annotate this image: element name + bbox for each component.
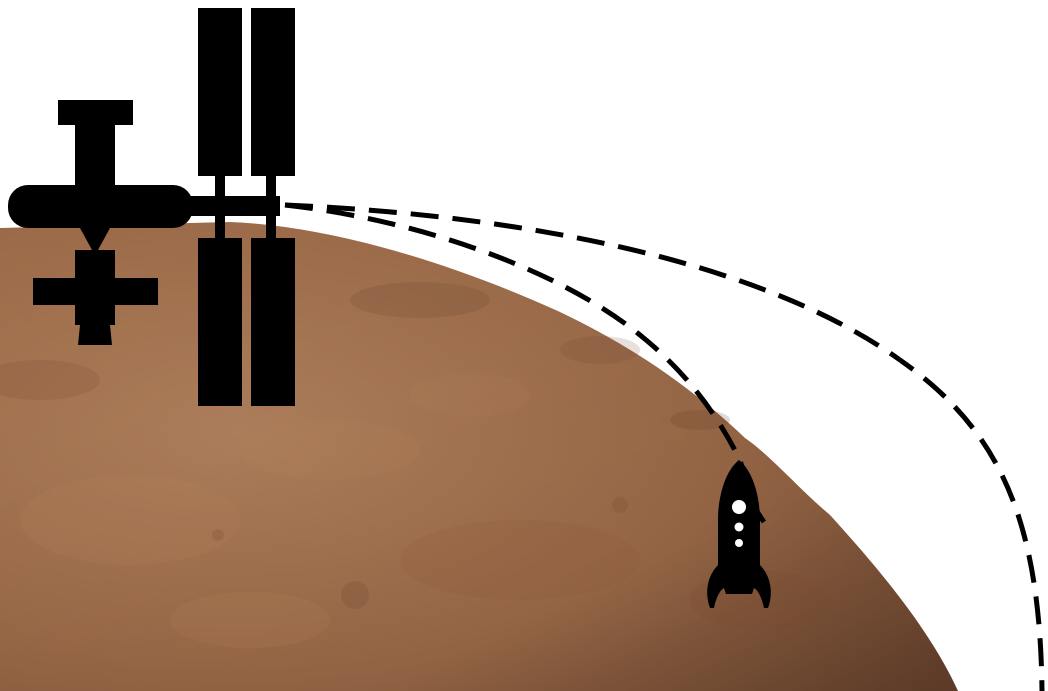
- orbit-diagram: [0, 0, 1048, 691]
